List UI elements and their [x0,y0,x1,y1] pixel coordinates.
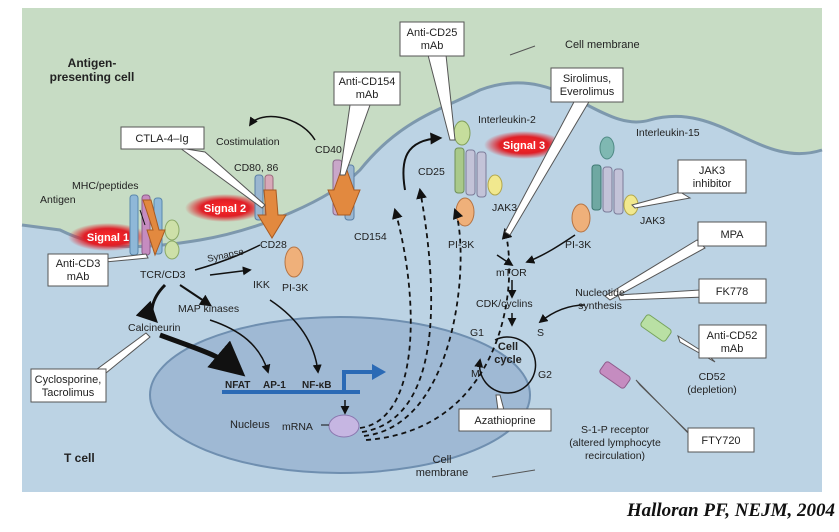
il15-label: Interleukin-15 [636,127,700,139]
nfkb-label: NF-κB [302,380,331,391]
cell-cycle [474,336,537,394]
cd25-label: CD25 [418,166,445,178]
pi3k-right-label: PI-3K [565,239,591,251]
g2-label: G2 [538,369,552,381]
nfat-label: NFAT [225,380,250,391]
signal-2-arrow [257,189,287,239]
signal-2-badge [185,194,265,222]
signal-1-label: Signal 1 [87,232,129,244]
antigen-label: Antigen [40,194,76,206]
tcr-cd3-label: TCR/CD3 [140,269,186,281]
mpa-box [697,221,767,247]
s-label: S [537,327,544,339]
il15-receptor [571,136,639,233]
cd80-label: CD80, 86 [234,162,279,174]
anti-cd3-box [47,253,109,287]
mpa-label: MPA [720,229,744,241]
cyclosporine-label: Cyclosporine,Tacrolimus [35,374,102,399]
cd154-arrow [327,160,361,216]
anti-cd52-box [698,324,767,359]
g1-label: G1 [470,327,484,339]
cdk-cyclins-label: CDK/cyclins [476,298,533,310]
mhc-label: MHC/peptides [72,180,139,192]
s1p-receptor-shape [599,361,631,389]
mtor-label: mTOR [496,267,527,279]
signal-2-label: Signal 2 [204,203,246,215]
cd154-label: CD154 [354,231,387,243]
map-kinases-label: MAP kinases [178,303,239,315]
mrna-shape [328,414,360,438]
cyclosporine-box [30,368,107,403]
cd40-label: CD40 [315,144,342,156]
pi3k-mid-label: PI-3K [448,239,474,251]
cd28-label: CD28 [260,239,287,251]
sirolimus-label: Sirolimus,Everolimus [560,73,615,98]
ctla4-ig-label: CTLA-4–Ig [135,133,188,145]
costimulation-label: Costimulation [216,136,280,148]
signal-3-badge [484,131,564,159]
anti-cd154-box [333,71,401,106]
ctla4-ig-box [120,126,205,150]
jak3-mid-label: JAK3 [492,202,517,214]
mrna-label: mRNA [282,421,313,433]
ap1-label: AP-1 [263,380,286,391]
signal-1-badge [68,223,148,251]
azathioprine-box [458,408,552,432]
fk778-label: FK778 [716,286,748,298]
m-label: M [471,368,480,380]
cell-membrane-top-label: Cell membrane [565,39,640,51]
azathioprine-label: Azathioprine [474,415,535,427]
pathway-arrows [135,115,586,415]
il2-label: Interleukin-2 [478,114,536,126]
cd52-shape [640,314,672,342]
pi3k-left-label: PI-3K [282,282,308,294]
mrna-dashed-arrows [359,187,513,441]
promoter-arrow [342,370,372,392]
nucleus [149,316,531,474]
sirolimus-box [550,67,624,103]
ikk-label: IKK [253,279,270,291]
tcell-label: T cell [64,451,95,465]
calcineurin-label: Calcineurin [128,322,181,334]
nucleus-label: Nucleus [230,419,270,431]
fty720-box [687,427,755,453]
fty720-label: FTY720 [701,435,740,447]
jak3-inhibitor-box [677,159,747,194]
fk778-box [698,278,767,304]
anti-cd25-box [399,21,465,57]
jak3-right-label: JAK3 [640,215,665,227]
citation: Halloran PF, NEJM, 2004 [626,500,835,521]
signal-1-arrow [142,199,166,257]
pi3k-left-shape [284,246,304,278]
cell-membrane-line [21,81,823,249]
signal-3-label: Signal 3 [503,140,545,152]
drug-leader-lines [83,54,716,443]
cd52-label: CD52(depletion) [687,371,737,396]
apc-label: Antigen-presenting cell [50,56,135,84]
